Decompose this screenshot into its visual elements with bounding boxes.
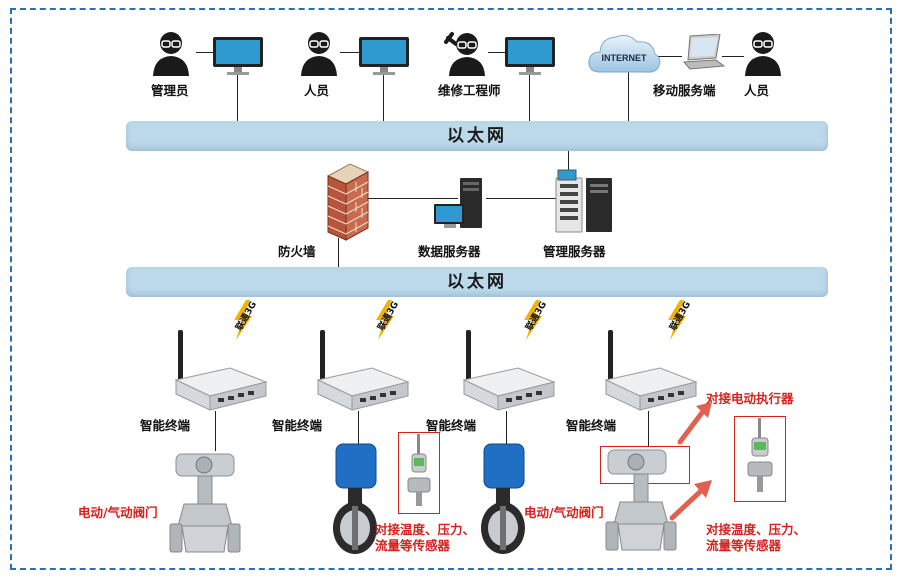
- sensor-label-1-line1: 对接温度、压力、: [375, 522, 476, 537]
- connector-line: [366, 198, 458, 199]
- flow-sensor-icon: [407, 434, 431, 506]
- terminal-label: 智能终端: [140, 418, 191, 433]
- signal-3g-icon: [376, 300, 394, 340]
- ethernet-bar-bottom: 以太网: [126, 267, 828, 297]
- ethernet-bar-top: 以太网: [126, 121, 828, 151]
- mobile-staff-label: 人员: [744, 83, 770, 98]
- engineer-icon: [444, 32, 485, 76]
- electric-valve-icon: [169, 453, 241, 553]
- signal-3g-icon: [524, 300, 542, 340]
- sensor-label-2: 对接温度、压力、 流量等传感器: [706, 522, 806, 554]
- monitor-icon: [213, 37, 263, 75]
- cloud-icon: INTERNET: [588, 34, 661, 73]
- electric-actuator-valve-icon: [481, 443, 525, 554]
- internet-label: INTERNET: [602, 53, 648, 63]
- sensor-label-1: 对接温度、压力、 流量等传感器: [375, 522, 475, 554]
- connector-line: [506, 411, 507, 445]
- management-server-icon: [555, 169, 612, 233]
- terminal-label: 智能终端: [566, 418, 617, 433]
- diagram-frame: [10, 8, 892, 570]
- connector-line: [196, 52, 216, 53]
- connector-line: [488, 52, 506, 53]
- router-icon: [462, 330, 556, 411]
- data-server-label: 数据服务器: [418, 244, 481, 259]
- sensor-label-2-line2: 流量等传感器: [706, 538, 782, 553]
- terminal-label: 智能终端: [272, 418, 323, 433]
- flow-sensor-icon: [747, 418, 773, 492]
- connector-line: [338, 238, 339, 268]
- sensor-label-2-line1: 对接温度、压力、: [706, 522, 807, 537]
- monitor-icon: [359, 37, 409, 75]
- person-icon: [153, 32, 189, 76]
- staff-label: 人员: [304, 83, 330, 98]
- actuator-label: 对接电动执行器: [706, 391, 794, 406]
- monitor-icon: [505, 37, 555, 75]
- valve-label-2: 电动/气动阀门: [524, 505, 604, 520]
- maintenance-engineer-label: 维修工程师: [438, 83, 501, 98]
- management-server-label: 管理服务器: [543, 244, 606, 259]
- connector-line: [358, 411, 359, 445]
- person-icon: [745, 32, 781, 76]
- connector-line: [237, 72, 238, 122]
- sensor-label-1-line2: 流量等传感器: [375, 538, 451, 553]
- signal-3g-icon: [234, 300, 252, 340]
- person-icon: [301, 32, 337, 76]
- connector-line: [383, 72, 384, 122]
- arrow-icon: [677, 402, 712, 445]
- data-server-icon: [434, 178, 482, 228]
- terminal-label: 智能终端: [426, 418, 477, 433]
- connector-line: [568, 151, 569, 173]
- connector-line: [628, 72, 629, 122]
- router-icon: [174, 330, 268, 411]
- connector-line: [340, 52, 360, 53]
- firewall-icon: [326, 163, 370, 241]
- admin-label: 管理员: [151, 83, 189, 98]
- electric-actuator-valve-icon: [333, 443, 377, 554]
- connector-line: [529, 72, 530, 122]
- connector-line: [486, 198, 558, 199]
- laptop-icon: [682, 34, 726, 70]
- connector-line: [722, 56, 744, 57]
- connector-line: [215, 411, 216, 451]
- router-icon: [316, 330, 410, 411]
- signal-3g-icon: [668, 300, 686, 340]
- connector-line: [652, 56, 682, 57]
- arrow-icon: [669, 480, 712, 521]
- connector-line: [648, 411, 649, 447]
- valve-label-1: 电动/气动阀门: [78, 505, 158, 520]
- mobile-service-label: 移动服务端: [653, 83, 716, 98]
- router-icon: [604, 330, 698, 411]
- firewall-label: 防火墙: [278, 244, 316, 259]
- electric-valve-icon: [605, 449, 677, 551]
